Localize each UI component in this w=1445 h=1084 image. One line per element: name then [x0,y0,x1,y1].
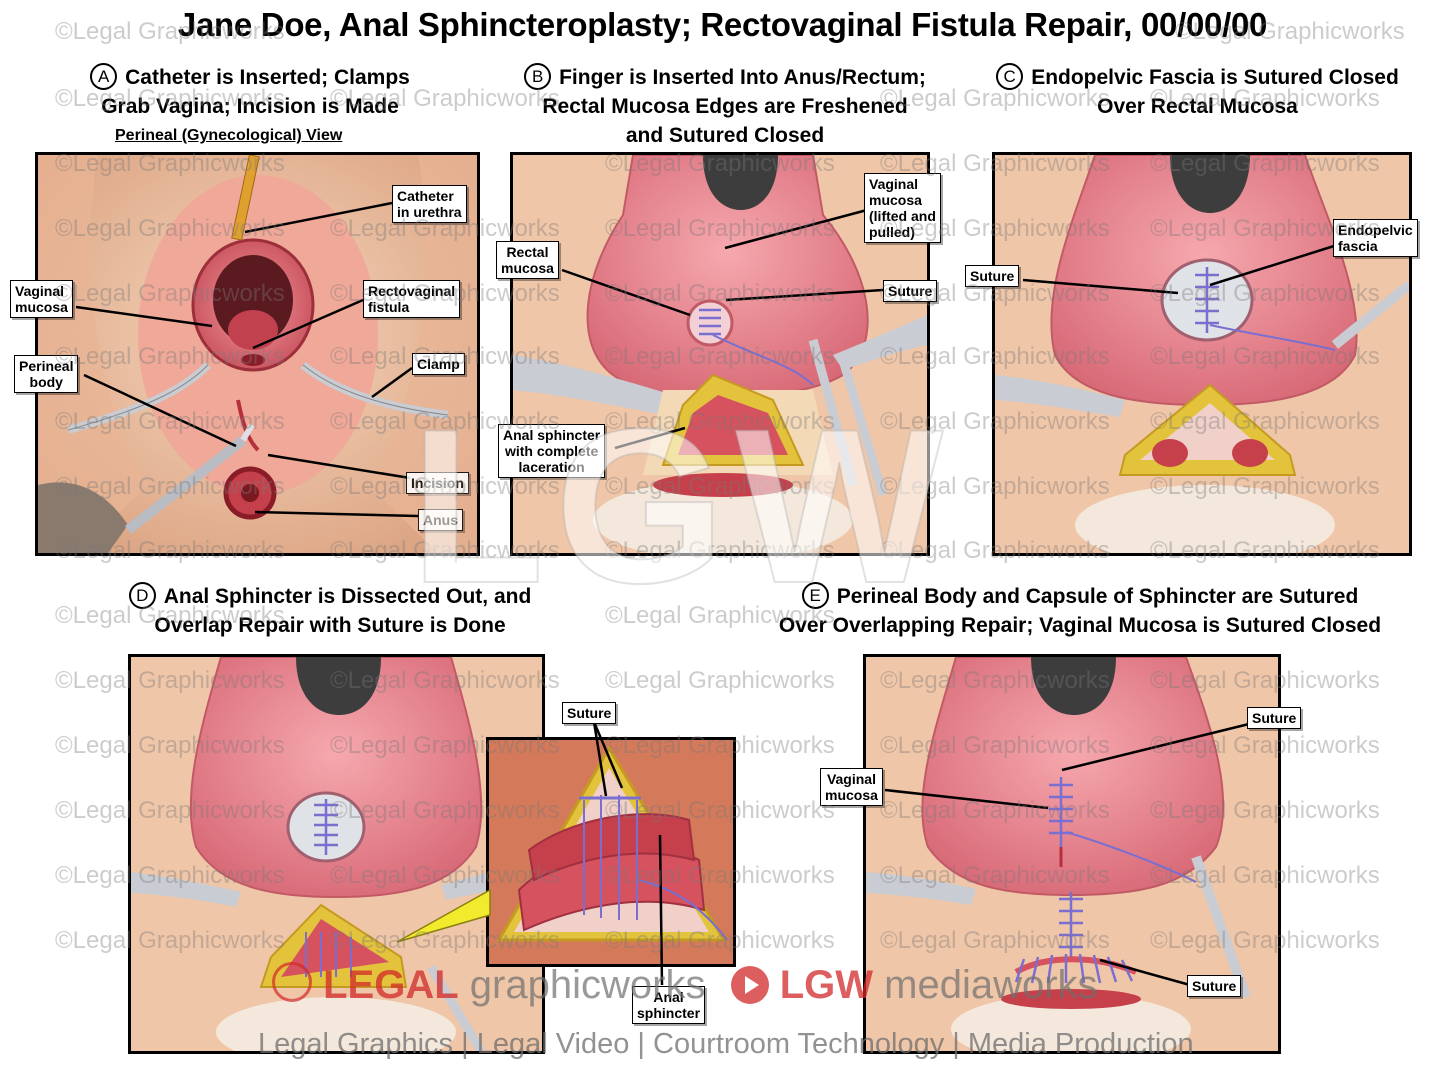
step-a-line2: Grab Vagina; Incision is Made [101,95,399,118]
watermark: ©Legal Graphicworks [605,667,835,694]
panel-d-inset-drawing [489,740,733,964]
panel-e-illustration [863,654,1281,1054]
panel-d-illustration [128,654,545,1054]
panel-c-illustration [992,152,1412,556]
step-e-line2: Over Overlapping Repair; Vaginal Mucosa … [778,614,1382,637]
label-e-suture-bottom: Suture [1187,975,1242,997]
step-c-title: C Endopelvic Fascia is Sutured Closed Ove… [975,63,1420,121]
step-d-title: D Anal Sphincter is Dissected Out, and Ov… [95,582,565,640]
panel-c-drawing [995,155,1409,553]
step-b-badge: B [524,63,552,90]
panel-d-drawing [131,657,542,1051]
step-b-line1: Finger is Inserted Into Anus/Rectum; [559,66,926,89]
step-e-line1: Perineal Body and Capsule of Sphincter a… [836,585,1359,608]
step-b-line3: and Sutured Closed [625,124,825,147]
step-b-title: B Finger is Inserted Into Anus/Rectum; Re… [480,63,970,150]
label-anus: Anus [418,509,463,531]
brand-logo: LEGAL graphicworks LGW mediaworks [272,962,1098,1008]
brand-lgw: LGW [779,963,874,1007]
step-d-line2: Overlap Repair with Suture is Done [154,614,506,637]
step-c-line2: Over Rectal Mucosa [1097,95,1298,118]
panel-d-inset-illustration [486,737,736,967]
step-a-title: A Catheter is Inserted; Clamps Grab Vagin… [40,63,460,121]
brand-graphicworks: graphicworks [469,963,706,1007]
brand-legal: LEGAL [323,963,459,1007]
page-title: Jane Doe, Anal Sphincteroplasty; Rectova… [177,6,1268,43]
label-b-suture: Suture [883,280,938,302]
label-d-suture: Suture [562,702,617,724]
step-e-badge: E [801,582,829,609]
label-c-suture: Suture [965,265,1020,287]
play-icon [730,966,769,1004]
step-a-badge: A [90,63,118,90]
label-clamp: Clamp [412,353,465,375]
step-b-line2: Rectal Mucosa Edges are Freshened [542,95,908,118]
step-c-line1: Endopelvic Fascia is Sutured Closed [1031,66,1399,89]
footer-tagline: Legal Graphics | Legal Video | Courtroom… [258,1028,1194,1060]
step-a-line1: Catheter is Inserted; Clamps [125,66,410,89]
step-e-title: E Perineal Body and Capsule of Sphincter … [735,582,1425,640]
step-d-line1: Anal Sphincter is Dissected Out, and [163,585,532,608]
step-c-badge: C [996,63,1024,90]
brand-mediaworks: mediaworks [884,963,1098,1007]
view-label: Perineal (Gynecological) View [115,127,343,144]
label-incision: Incision [406,472,469,494]
brand-circle-icon [272,962,312,1002]
label-e-suture-top: Suture [1247,707,1302,729]
step-d-badge: D [128,582,156,609]
